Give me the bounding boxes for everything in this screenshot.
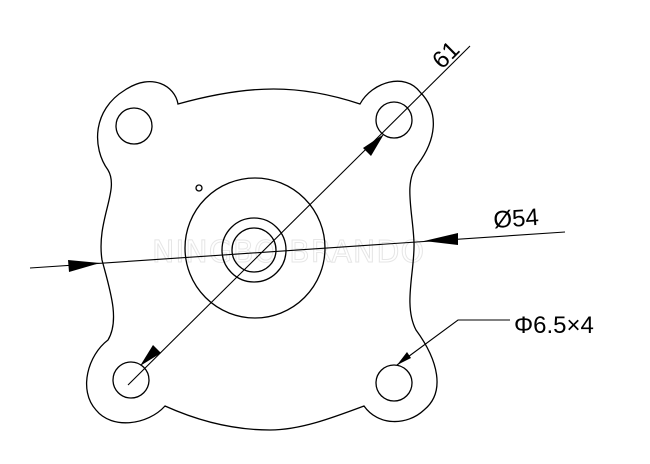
locator-hole: [195, 184, 203, 192]
diameter-arrow-left: [68, 260, 100, 272]
diagonal-arrow-upper: [363, 134, 384, 156]
mounting-hole-bottom-left: [112, 361, 150, 399]
watermark-text: NINGBO BRANDO: [152, 235, 425, 270]
hole-dimension-label: Φ6.5×4: [514, 312, 594, 339]
diagonal-arrow-lower: [140, 345, 161, 366]
flange-outline: [86, 80, 438, 431]
hole-leader-arrow: [397, 352, 411, 365]
mounting-hole-top-right: [375, 101, 413, 139]
diagonal-dimension-line: [127, 45, 471, 386]
mounting-hole-top-left: [115, 107, 153, 145]
bore-ring-middle: [221, 217, 287, 283]
diameter-arrow-right: [424, 233, 458, 245]
diagonal-dimension-label: 61: [427, 36, 465, 74]
bore-ring-inner: [231, 227, 277, 273]
diameter-dimension-label: Ø54: [493, 204, 540, 234]
diameter-dimension-line: [29, 231, 566, 269]
mounting-hole-bottom-right: [375, 364, 413, 402]
hole-leader-line: [396, 319, 510, 366]
